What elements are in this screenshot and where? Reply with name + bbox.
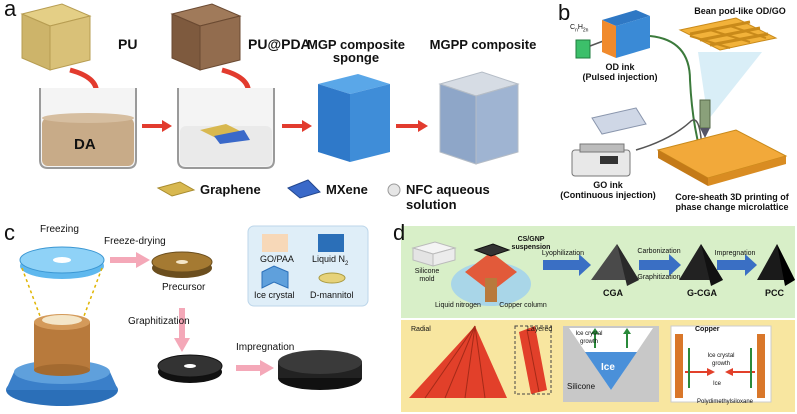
panel-a-graphics xyxy=(0,0,540,210)
precursor-disk xyxy=(152,252,212,278)
label-precursor: Precursor xyxy=(162,282,205,293)
legend-mxene: MXene xyxy=(326,182,368,197)
panel-letter-b: b xyxy=(558,0,570,26)
mgp-sponge xyxy=(318,74,390,162)
panel-letter-d: d xyxy=(393,220,405,246)
label-silicone: Silicone xyxy=(567,382,595,391)
panel-c: c Freezing Freeze-drying Precursor Graph… xyxy=(0,222,392,414)
nfc-droplet-icon xyxy=(388,184,400,196)
graphene-icon xyxy=(158,182,194,196)
legend-go-paa: GO/PAA xyxy=(260,254,294,264)
panel-c-graphics xyxy=(0,222,392,414)
label-copper: Copper xyxy=(695,326,720,334)
label-liquid-nitrogen: Liquid nitrogen xyxy=(423,302,493,310)
go-ink-text: GO ink xyxy=(593,180,623,190)
label-pcc: PCC xyxy=(765,288,784,298)
go-paa-swatch xyxy=(262,234,288,252)
pu-pda-foam-cube xyxy=(172,4,240,70)
label-formula: CnH2n xyxy=(570,24,588,33)
copper-stage xyxy=(6,314,118,406)
legend-d-mannitol: D-mannitol xyxy=(310,290,354,300)
legend-ice-crystal: Ice crystal xyxy=(254,290,295,300)
formula-2n: 2n xyxy=(583,27,589,33)
core-line1: Core-sheath 3D printing of xyxy=(675,192,789,202)
composite-disk xyxy=(278,350,362,390)
panel-b: b CnH2n OD ink (Pulsed injection) Bean p… xyxy=(540,0,797,215)
core-line2: phase change microlattice xyxy=(675,202,788,212)
beaker-dispersion xyxy=(178,88,274,168)
radial-freezing-disk xyxy=(20,247,104,279)
label-silicone-mold: Silicone mold xyxy=(405,268,449,284)
printed-microlattice xyxy=(658,130,786,186)
label-freezing: Freezing xyxy=(40,224,79,235)
pulsed-pump xyxy=(602,10,650,58)
beaker-da xyxy=(40,88,136,168)
label-pu: PU xyxy=(118,36,137,52)
liquid-n2-swatch xyxy=(318,234,344,252)
panel-d: d CS/GNP suspension Silicone mold Liquid… xyxy=(395,222,797,414)
print-nozzle xyxy=(700,100,710,128)
liquid-n2-sub: 2 xyxy=(345,261,348,267)
label-cga: CGA xyxy=(603,288,623,298)
label-ice-small: Ice xyxy=(713,380,721,388)
label-go-ink: GO ink (Continuous injection) xyxy=(560,180,656,200)
label-lyophilization: Lyophilization xyxy=(535,250,591,258)
panel-a: a PU PU@PDA MGP composite sponge MGPP co… xyxy=(0,0,540,210)
label-da: DA xyxy=(74,136,96,153)
label-layered: Layered xyxy=(527,326,552,334)
panel-letter-c: c xyxy=(4,220,15,246)
go-syringe-pump xyxy=(572,144,630,176)
od-pulsed-text: (Pulsed injection) xyxy=(582,72,657,82)
graphitized-disk xyxy=(158,355,222,383)
d-mannitol-icon xyxy=(319,273,345,283)
legend-graphene: Graphene xyxy=(200,182,261,197)
label-ice: Ice xyxy=(601,362,615,373)
label-freeze-drying: Freeze-drying xyxy=(104,236,166,247)
od-go-lattice-zoom xyxy=(680,18,776,50)
ice-growth-left-l2: growth xyxy=(580,339,598,345)
label-impregnation: Impregnation xyxy=(236,342,294,353)
go-continuous-text: (Continuous injection) xyxy=(560,190,655,200)
ice-growth-left-l1: Ice crystal xyxy=(575,331,602,337)
ice-growth-right-l2: growth xyxy=(712,361,730,367)
cs-gnp-line1: CS/GNP xyxy=(518,236,545,243)
label-pu-pda: PU@PDA xyxy=(248,36,311,52)
od-ink-vial xyxy=(576,40,590,58)
go-sheet-icon xyxy=(592,108,646,134)
label-bean-pod: Bean pod-like OD/GO xyxy=(690,6,790,16)
label-core-sheath: Core-sheath 3D printing of phase change … xyxy=(670,192,794,212)
silicone-mold-line1: Silicone xyxy=(415,268,440,275)
label-copper-column: Copper column xyxy=(493,302,553,310)
liquid-n2-text: Liquid N xyxy=(312,254,345,264)
label-graphitization-d: Graphitization xyxy=(631,274,687,282)
label-pdms: Polydimethylsiloxane xyxy=(685,398,765,406)
mxene-icon xyxy=(288,180,320,198)
panel-letter-a: a xyxy=(4,0,16,22)
legend-liquid-n2: Liquid N2 xyxy=(312,254,348,267)
mgpp-composite xyxy=(440,72,518,164)
legend-nfc: NFC aqueous solution xyxy=(406,182,540,212)
pu-foam-cube xyxy=(22,4,90,70)
label-graphitization: Graphitization xyxy=(128,316,190,327)
label-g-cga: G-CGA xyxy=(687,288,717,298)
label-ice-growth-right: Ice crystal growth xyxy=(701,352,741,368)
label-mgp-sponge: MGP composite sponge xyxy=(306,38,406,64)
label-mgp-line2: sponge xyxy=(333,50,379,65)
od-ink-text: OD ink xyxy=(605,62,634,72)
label-ice-growth-left: Ice crystal growth xyxy=(571,330,607,346)
label-radial: Radial xyxy=(411,326,431,334)
label-carbonization: Carbonization xyxy=(631,248,687,256)
silicone-mold-line2: mold xyxy=(419,276,434,283)
ice-growth-right-l1: Ice crystal xyxy=(707,353,734,359)
label-od-ink: OD ink (Pulsed injection) xyxy=(580,62,660,82)
label-impregnation-d: Impregnation xyxy=(709,250,761,258)
label-mgpp: MGPP composite xyxy=(428,38,538,51)
